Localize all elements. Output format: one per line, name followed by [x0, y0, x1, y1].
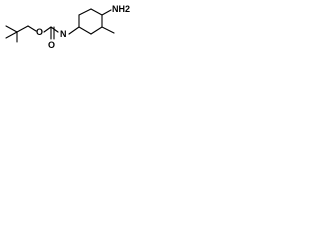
carbamate-linkage — [27, 25, 59, 40]
tert-butyl-group — [5, 25, 29, 43]
amine-bond — [101, 9, 112, 16]
atom-label-amine: NH2 — [112, 4, 130, 14]
chemical-structure-diagram: O O N NH2 — [0, 0, 142, 66]
piperidine-ring — [68, 8, 103, 35]
atom-label-carbonyl-oxygen: O — [48, 40, 55, 50]
atom-label-ring-nitrogen: N — [60, 29, 67, 39]
atom-label-carbamate-oxygen: O — [36, 27, 43, 37]
methyl-bond — [101, 26, 115, 34]
molecule-drawing: O O N NH2 — [5, 4, 130, 50]
